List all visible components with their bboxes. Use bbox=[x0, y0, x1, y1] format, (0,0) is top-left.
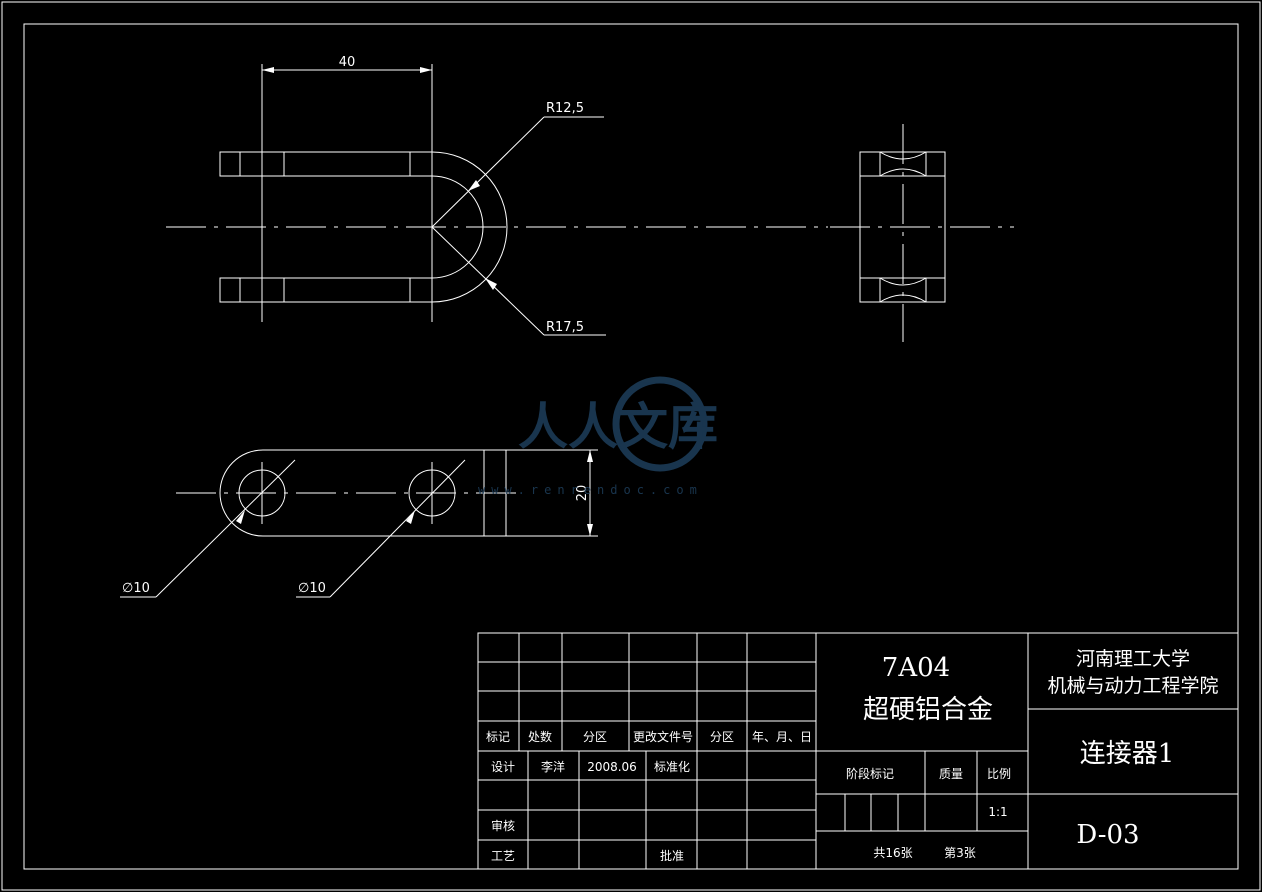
label-scale: 比例 bbox=[987, 767, 1011, 781]
dim-radius-inner: R12,5 bbox=[546, 101, 584, 116]
dim-radius-outer: R17,5 bbox=[546, 320, 584, 335]
label-zone2: 分区 bbox=[710, 730, 734, 744]
dim-height-20: 20 bbox=[575, 485, 590, 502]
part-name: 连接器1 bbox=[1080, 739, 1175, 769]
scale-value: 1:1 bbox=[988, 805, 1007, 819]
label-zone: 分区 bbox=[583, 730, 607, 744]
dim-hole-left: ∅10 bbox=[122, 581, 150, 596]
sheet-total: 共16张 bbox=[873, 846, 912, 860]
label-process: 工艺 bbox=[491, 849, 515, 863]
label-date: 年、月、日 bbox=[752, 730, 812, 744]
label-mass: 质量 bbox=[939, 767, 963, 781]
label-count: 处数 bbox=[528, 729, 552, 744]
label-design: 设计 bbox=[491, 760, 515, 774]
label-stage: 阶段标记 bbox=[846, 766, 894, 781]
material-code: 7A04 bbox=[882, 653, 950, 683]
material-name: 超硬铝合金 bbox=[863, 695, 993, 725]
design-date: 2008.06 bbox=[587, 760, 637, 774]
school-line2: 机械与动力工程学院 bbox=[1047, 675, 1218, 697]
watermark-logo: 人人文库 www.renrendoc.com bbox=[478, 376, 718, 497]
side-view bbox=[830, 124, 1014, 342]
dim-hole-right: ∅10 bbox=[298, 581, 326, 596]
designer-name: 李洋 bbox=[541, 759, 565, 774]
label-approve: 批准 bbox=[660, 848, 684, 863]
label-doc-no: 更改文件号 bbox=[633, 729, 693, 744]
front-view: 40 R12,5 R17,5 bbox=[166, 55, 828, 336]
title-block: 标记 处数 分区 更改文件号 分区 年、月、日 设计 李洋 2008.06 标准… bbox=[477, 632, 1239, 870]
label-mark: 标记 bbox=[486, 730, 510, 744]
watermark-url: www.renrendoc.com bbox=[478, 483, 703, 497]
watermark-text: 人人文库 bbox=[518, 398, 718, 456]
sheet-number: 第3张 bbox=[944, 846, 976, 860]
label-standardize: 标准化 bbox=[654, 760, 690, 774]
top-view: 20 ∅10 ∅10 bbox=[120, 449, 598, 598]
school-line1: 河南理工大学 bbox=[1076, 648, 1190, 670]
dim-width-40: 40 bbox=[339, 55, 356, 70]
label-review: 审核 bbox=[491, 818, 515, 833]
drawing-number: D-03 bbox=[1076, 820, 1139, 850]
